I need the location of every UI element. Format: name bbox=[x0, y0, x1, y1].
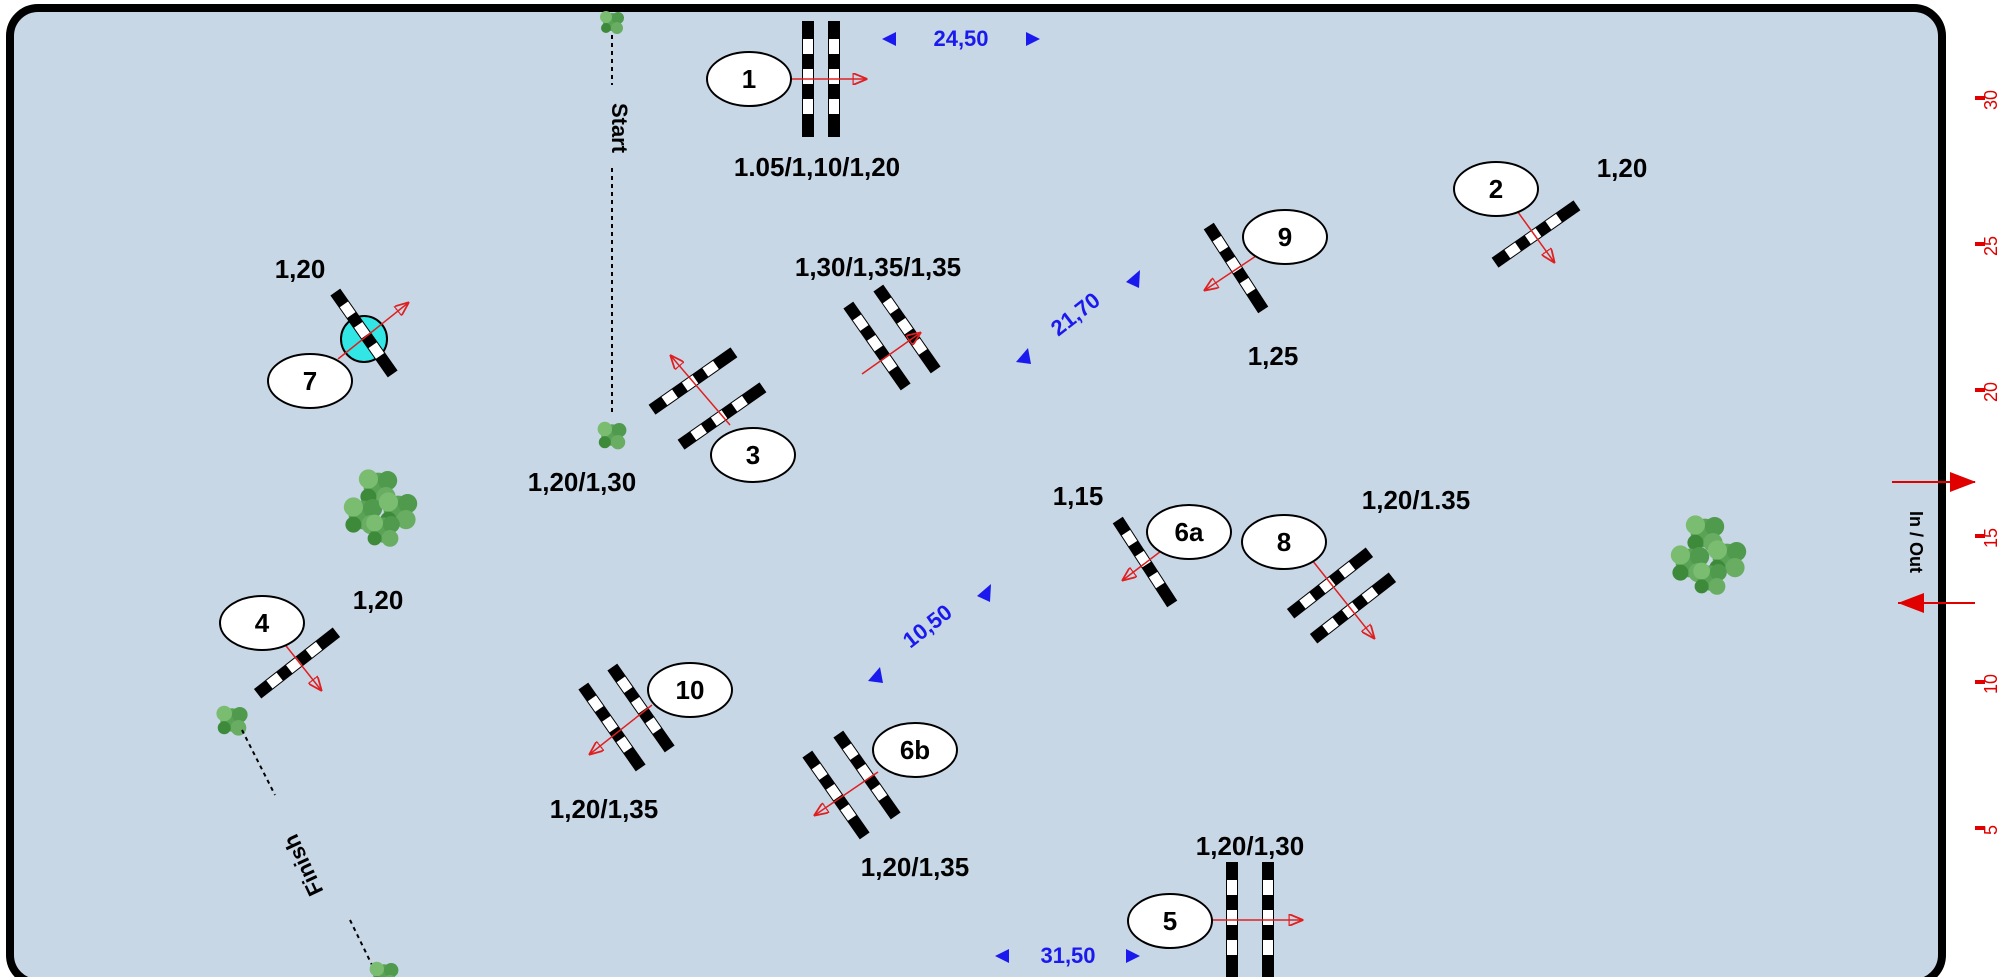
obstacle-4: 4 1,20 bbox=[219, 585, 404, 699]
obstacle-number: 9 bbox=[1278, 222, 1292, 252]
obstacle-9: 9 1,25 bbox=[1204, 209, 1328, 371]
scale-label: 10 bbox=[1981, 674, 2001, 694]
scale-tick-10: 10 bbox=[1975, 674, 2001, 694]
obstacle-number: 7 bbox=[303, 366, 317, 396]
distance-label: 24,50 bbox=[933, 26, 988, 51]
obstacle-number-badge bbox=[872, 722, 958, 778]
obstacle-number: 3 bbox=[746, 440, 760, 470]
distance-label: 31,50 bbox=[1040, 943, 1095, 968]
scale-label: 20 bbox=[1981, 382, 2001, 402]
obstacle-height: 1,20 bbox=[353, 585, 404, 615]
scale-label: 15 bbox=[1981, 528, 2001, 548]
scale-axis: 30 25 20 15 10 5 bbox=[1975, 90, 2001, 835]
obstacle-number-badge bbox=[1242, 209, 1328, 265]
scale-label: 30 bbox=[1981, 90, 2001, 110]
obstacle-10: 10 1,20/1,35 bbox=[550, 662, 733, 824]
obstacle-height: 1,25 bbox=[1248, 341, 1299, 371]
start-line: Start bbox=[597, 11, 632, 450]
obstacle-1: 1 1.05/1,10/1,20 bbox=[706, 21, 900, 182]
obstacle-height: 1,20/1,35 bbox=[861, 852, 969, 882]
obstacle-number: 10 bbox=[676, 675, 705, 705]
start-label: Start bbox=[607, 103, 632, 154]
distance-4: 31,50 bbox=[995, 943, 1140, 968]
in-out-gate: In / Out bbox=[1892, 472, 1976, 613]
obstacle-number: 1 bbox=[742, 64, 756, 94]
scale-tick-30: 30 bbox=[1975, 90, 2001, 110]
obstacle-number-badge bbox=[1127, 893, 1213, 949]
distance-1: 24,50 bbox=[882, 26, 1040, 51]
obstacle-height: 1,20/1,30 bbox=[1196, 831, 1304, 861]
obstacle-number: 6b bbox=[900, 735, 930, 765]
obstacle-height: 1,30/1,35/1,35 bbox=[795, 252, 961, 282]
in-out-label: In / Out bbox=[1906, 511, 1926, 573]
obstacle-number: 4 bbox=[255, 608, 270, 638]
obstacle-height: 1,20/1,30 bbox=[528, 467, 636, 497]
scale-tick-5: 5 bbox=[1975, 825, 2001, 835]
obstacle-6a: 6a 1,15 bbox=[1053, 481, 1232, 608]
obstacle-height: 1,20/1,35 bbox=[550, 794, 658, 824]
obstacle-number-badge bbox=[1146, 504, 1232, 560]
arena bbox=[6, 4, 1946, 977]
obstacle-number: 2 bbox=[1489, 174, 1503, 204]
scale-tick-20: 20 bbox=[1975, 382, 2001, 402]
obstacle-height: 1,20 bbox=[1597, 153, 1648, 183]
obstacle-number-badge bbox=[647, 662, 733, 718]
obstacle-height: 1,20 bbox=[275, 254, 326, 284]
obstacle-number-badge bbox=[267, 353, 353, 409]
obstacle-5: 5 1,20/1,30 bbox=[1127, 831, 1304, 977]
obstacle-number-badge bbox=[706, 51, 792, 107]
obstacle-3: 3 1,20/1,30 bbox=[528, 347, 796, 497]
scale-tick-15: 15 bbox=[1975, 528, 2001, 548]
obstacle-number: 6a bbox=[1175, 517, 1204, 547]
obstacle-height: 1,20/1.35 bbox=[1362, 485, 1470, 515]
scale-tick-25: 25 bbox=[1975, 236, 2001, 256]
obstacle-height: 1,15 bbox=[1053, 481, 1104, 511]
obstacle-3b: 1,30/1,35/1,35 bbox=[795, 252, 961, 391]
obstacle-number: 5 bbox=[1163, 906, 1177, 936]
obstacle-8: 8 1,20/1.35 bbox=[1241, 485, 1470, 644]
obstacle-number-badge bbox=[710, 427, 796, 483]
obstacle-6b: 6b 1,20/1,35 bbox=[802, 722, 969, 882]
obstacle-number-badge bbox=[1241, 514, 1327, 570]
obstacle-number-badge bbox=[219, 595, 305, 651]
scale-label: 25 bbox=[1981, 236, 2001, 256]
obstacle-7: 7 1,20 bbox=[267, 254, 408, 409]
obstacle-number: 8 bbox=[1277, 527, 1291, 557]
obstacle-number-badge bbox=[1453, 161, 1539, 217]
obstacle-2: 2 1,20 bbox=[1453, 153, 1648, 268]
scale-label: 5 bbox=[1981, 825, 2001, 835]
obstacle-height: 1.05/1,10/1,20 bbox=[734, 152, 900, 182]
